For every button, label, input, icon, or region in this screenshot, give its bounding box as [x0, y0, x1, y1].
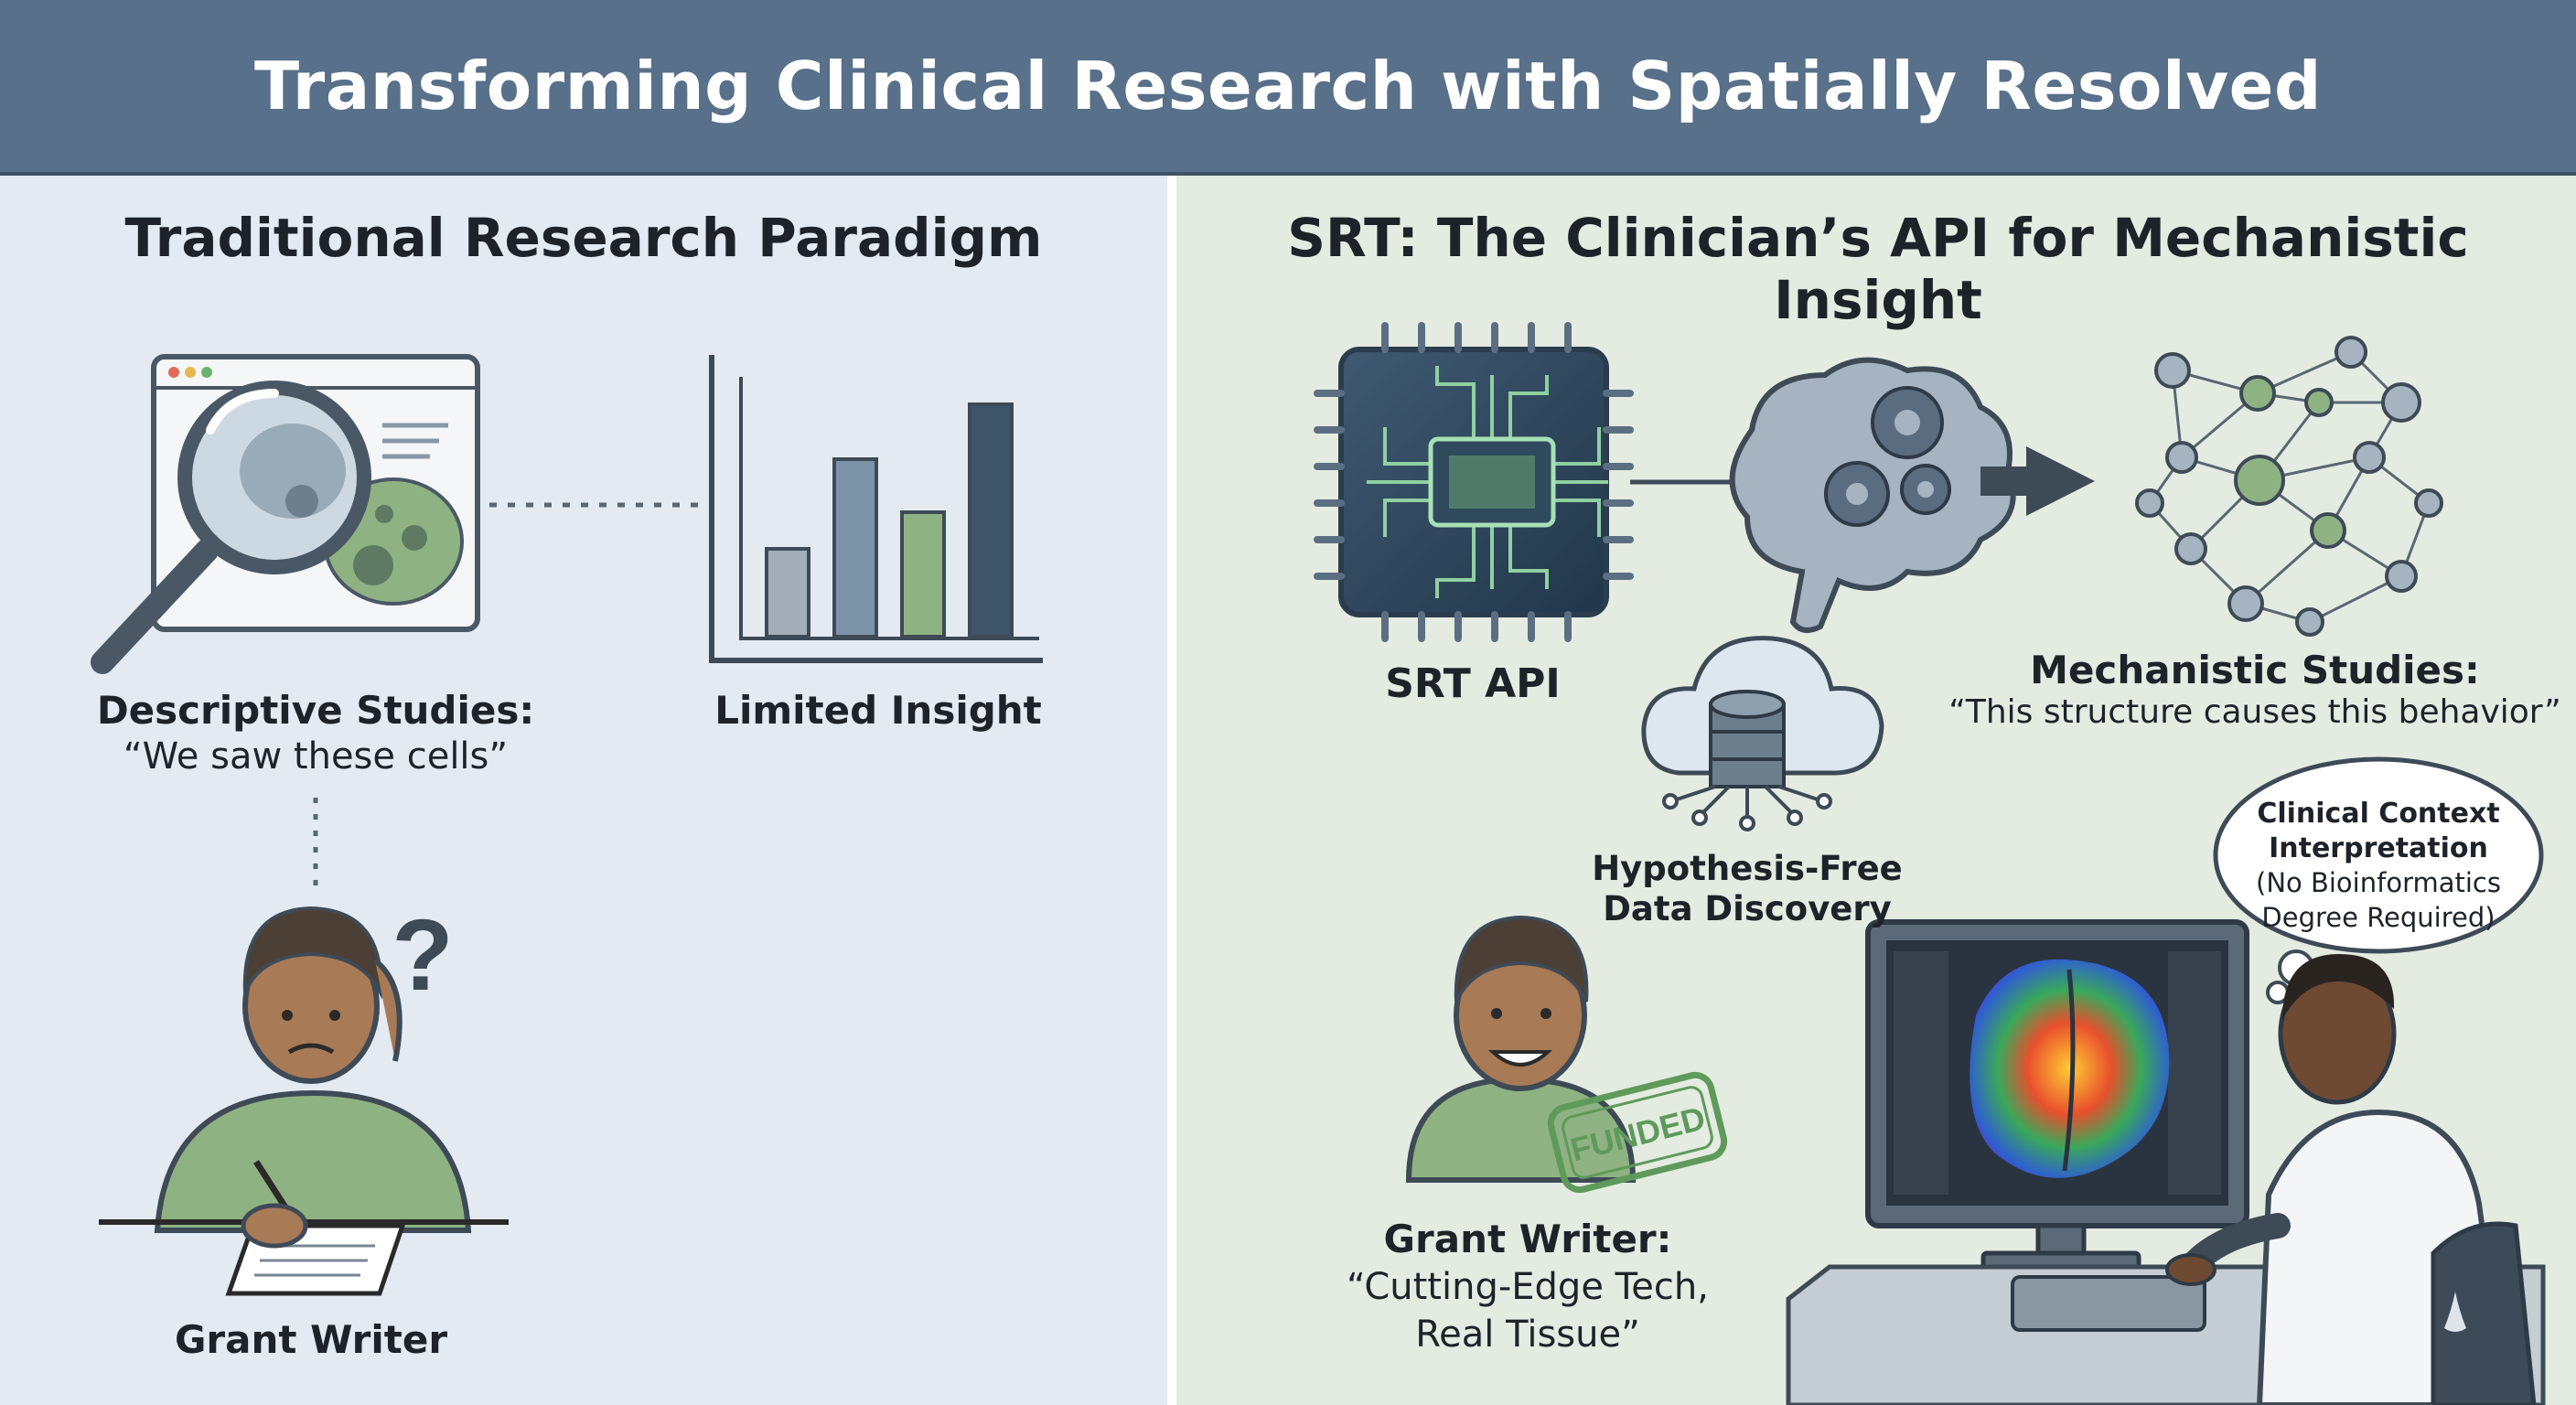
descriptive-studies-quote: “We saw these cells”	[123, 735, 509, 778]
mechanistic-studies-quote: “This structure causes this behavior”	[1948, 693, 2561, 731]
svg-text:?: ?	[392, 899, 453, 1012]
mechanistic-studies-title: Mechanistic Studies:	[2030, 648, 2480, 692]
brain-gears-icon	[1729, 357, 2016, 633]
sparkle-icon	[2444, 1292, 2466, 1332]
hypothesis-free-label: Hypothesis-Free	[1592, 849, 1903, 888]
panel-divider	[1167, 176, 1176, 1405]
cloud-database-icon	[1641, 636, 1884, 831]
clinician-figure	[2165, 954, 2537, 1405]
grant-writer-quote-2: Real Tissue”	[1415, 1314, 1640, 1356]
network-graph-icon	[2135, 336, 2443, 637]
limited-insight-label: Limited Insight	[714, 688, 1042, 733]
srt-heading: SRT: The Clinician’s API for Mechanistic…	[1287, 207, 2469, 331]
grant-writer-title: Grant Writer:	[1383, 1217, 1672, 1261]
traditional-heading: Traditional Research Paradigm	[124, 207, 1043, 269]
thought-line-2: Interpretation	[2269, 832, 2488, 864]
bar-chart-icon	[709, 355, 1043, 663]
header-bar: Transforming Clinical Research with Spat…	[0, 0, 2576, 296]
thought-line-4: Degree Required)	[2261, 902, 2496, 933]
arrow-right-icon	[1980, 446, 2095, 516]
magnifying-glass-icon	[91, 381, 371, 674]
confused-grant-writer	[99, 906, 509, 1296]
thought-line-1: Clinical Context	[2257, 798, 2500, 830]
question-mark-icon: ?	[392, 899, 453, 1012]
srt-api-label: SRT API	[1385, 660, 1561, 707]
data-discovery-label: Data Discovery	[1603, 889, 1892, 928]
grant-writer-quote-1: “Cutting-Edge Tech,	[1347, 1266, 1709, 1308]
srt-chip-icon	[1314, 322, 1634, 642]
thought-line-3: (No Bioinformatics	[2256, 867, 2501, 898]
computer-monitor	[1865, 919, 2249, 1276]
grant-writer-label: Grant Writer	[174, 1317, 448, 1362]
descriptive-studies-title: Descriptive Studies:	[96, 688, 535, 733]
